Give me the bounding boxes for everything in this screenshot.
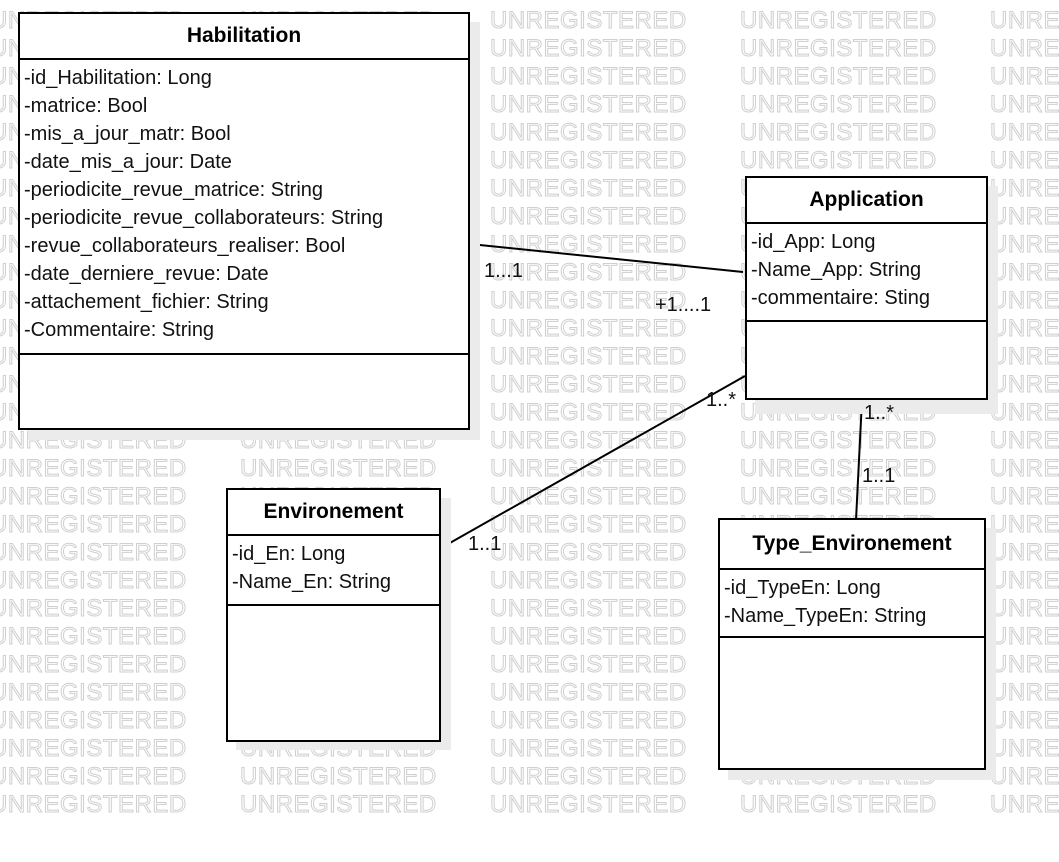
attributes-type-environement: -id_TypeEn: Long -Name_TypeEn: String bbox=[720, 570, 984, 638]
attribute: -date_derniere_revue: Date bbox=[24, 263, 269, 285]
attribute: -id_TypeEn: Long bbox=[724, 577, 881, 599]
operations-type-environement bbox=[720, 638, 984, 768]
class-name-habilitation: Habilitation bbox=[20, 14, 468, 60]
attributes-environement: -id_En: Long -Name_En: String bbox=[228, 536, 439, 606]
attributes-habilitation: -id_Habilitation: Long -matrice: Bool -m… bbox=[20, 60, 468, 355]
class-environement[interactable]: Environement -id_En: Long -Name_En: Stri… bbox=[226, 488, 441, 742]
operations-habilitation bbox=[20, 355, 468, 428]
attribute: -id_En: Long bbox=[232, 543, 346, 565]
attribute: -id_App: Long bbox=[751, 231, 876, 253]
attribute: -periodicite_revue_matrice: String bbox=[24, 179, 324, 201]
class-application[interactable]: Application -id_App: Long -Name_App: Str… bbox=[745, 176, 988, 400]
attribute: -revue_collaborateurs_realiser: Bool bbox=[24, 235, 346, 257]
class-name-application: Application bbox=[747, 178, 986, 224]
multiplicity-type-environement-side: 1..1 bbox=[862, 465, 896, 487]
class-name-environement: Environement bbox=[228, 490, 439, 536]
attribute: -matrice: Bool bbox=[24, 95, 148, 117]
attribute: -id_Habilitation: Long bbox=[24, 67, 212, 89]
attribute: -Commentaire: String bbox=[24, 319, 215, 341]
class-name-type-environement: Type_Environement bbox=[720, 520, 984, 570]
attribute: -periodicite_revue_collaborateurs: Strin… bbox=[24, 207, 384, 229]
multiplicity-environement-side: 1..1 bbox=[468, 533, 502, 555]
multiplicity-application-env-side: 1..* bbox=[706, 389, 737, 411]
association-habilitation-application bbox=[469, 243, 744, 273]
attribute: -attachement_fichier: String bbox=[24, 291, 269, 313]
attribute: -Name_App: String bbox=[751, 259, 922, 281]
association-environement-application bbox=[440, 375, 746, 549]
operations-application bbox=[747, 322, 986, 398]
attributes-application: -id_App: Long -Name_App: String -comment… bbox=[747, 224, 986, 322]
attribute: -commentaire: Sting bbox=[751, 287, 930, 309]
association-application-type-environement bbox=[855, 399, 863, 521]
attribute: -date_mis_a_jour: Date bbox=[24, 151, 232, 173]
class-type-environement[interactable]: Type_Environement -id_TypeEn: Long -Name… bbox=[718, 518, 986, 770]
multiplicity-application-side: +1....1 bbox=[655, 294, 712, 316]
multiplicity-habilitation-side: 1...1 bbox=[484, 260, 523, 282]
attribute: -Name_TypeEn: String bbox=[724, 605, 927, 627]
attribute: -Name_En: String bbox=[232, 571, 391, 593]
operations-environement bbox=[228, 606, 439, 740]
class-habilitation[interactable]: Habilitation -id_Habilitation: Long -mat… bbox=[18, 12, 470, 430]
multiplicity-application-type-side: 1..* bbox=[864, 402, 895, 424]
attribute: -mis_a_jour_matr: Bool bbox=[24, 123, 231, 145]
